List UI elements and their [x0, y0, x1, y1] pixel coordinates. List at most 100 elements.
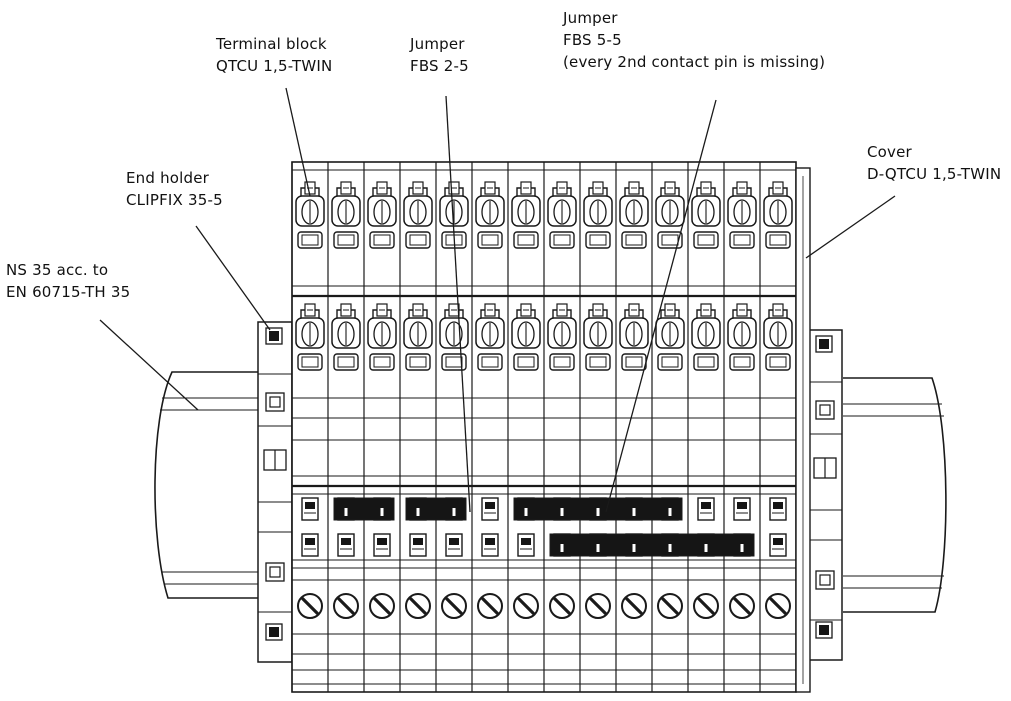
bridge-contact: [521, 538, 531, 545]
terminal-14: [759, 162, 793, 692]
jumper-fbs2: [405, 497, 467, 521]
release-button-inner: [733, 234, 751, 246]
label-jumper-fbs5-line3: (every 2nd contact pin is missing): [563, 53, 826, 71]
end-holder-latch-inner: [819, 404, 831, 416]
screw-slot: [372, 596, 392, 616]
screw-slot: [768, 596, 788, 616]
jumper-fbs2-pin-mark: [452, 508, 456, 516]
jumper-fbs2-pin-mark: [416, 508, 420, 516]
end-holder-screw: [819, 339, 829, 349]
jumpers: [333, 497, 755, 557]
screw-slot: [516, 596, 536, 616]
bridge-contact: [737, 502, 747, 509]
leader-lines: [99, 87, 896, 513]
end-holder-body: [257, 321, 293, 663]
jumper-fbs2-pin-mark: [380, 508, 384, 516]
terminal-10: [615, 162, 649, 692]
release-button-inner: [661, 356, 679, 368]
screw-slot: [480, 596, 500, 616]
label-terminal-block-line1: Terminal block: [216, 35, 327, 53]
release-button-inner: [373, 356, 391, 368]
din-rail: [154, 371, 947, 613]
end-holder-body: [807, 329, 843, 661]
release-button-inner: [409, 234, 427, 246]
release-button-inner: [409, 356, 427, 368]
jumper-fbs5-upper-pin-mark: [668, 508, 672, 516]
screw-slot: [444, 596, 464, 616]
release-button-inner: [697, 234, 715, 246]
release-button-inner: [337, 234, 355, 246]
jumper-fbs5-upper-pin-mark: [524, 508, 528, 516]
release-button-inner: [553, 356, 571, 368]
end-holder-latch-inner: [819, 574, 831, 586]
jumper-fbs5-upper-pin-mark: [596, 508, 600, 516]
label-rail-line1: NS 35 acc. to: [6, 261, 109, 279]
bridge-contact: [773, 538, 783, 545]
label-end-holder-line1: End holder: [126, 169, 210, 187]
jumper-fbs5-lower-pin-mark: [740, 544, 744, 552]
screw-slot: [624, 596, 644, 616]
jumper-fbs5-lower-pin-mark: [668, 544, 672, 552]
jumper-fbs5-lower: [549, 533, 755, 557]
release-button-inner: [481, 356, 499, 368]
leader-jumper-fbs2: [445, 95, 471, 513]
label-cover-line1: Cover: [867, 143, 912, 161]
terminal-6: [471, 162, 505, 692]
end-holder-latch-inner: [269, 566, 281, 578]
screw-slot: [408, 596, 428, 616]
jumper-fbs5-upper-pin-mark: [560, 508, 564, 516]
label-rail-line2: EN 60715-TH 35: [6, 283, 131, 301]
jumper-fbs5-lower-pin-mark: [632, 544, 636, 552]
label-end-holder-line2: CLIPFIX 35-5: [126, 191, 223, 209]
terminal-7: [507, 162, 541, 692]
release-button-inner: [373, 234, 391, 246]
release-button-inner: [589, 356, 607, 368]
label-jumper-fbs2-line2: FBS 2-5: [410, 57, 469, 75]
label-cover-line2: D-QTCU 1,5-TWIN: [867, 165, 1002, 183]
label-jumper-fbs2-line1: Jumper: [410, 35, 465, 53]
screw-slot: [696, 596, 716, 616]
terminal-13: [723, 162, 757, 692]
bridge-contact: [413, 538, 423, 545]
jumper-fbs2-pin-mark: [344, 508, 348, 516]
label-jumper-fbs5: Jumper FBS 5-5 (every 2nd contact pin is…: [563, 7, 825, 73]
screw-slot: [336, 596, 356, 616]
leader-jumper-fbs5: [605, 99, 717, 513]
screw-slot: [660, 596, 680, 616]
release-button-inner: [445, 356, 463, 368]
release-button-inner: [769, 234, 787, 246]
end-holder-screw: [269, 627, 279, 637]
end-holder-latch-inner: [269, 396, 281, 408]
release-button-inner: [661, 234, 679, 246]
jumper-fbs5-lower-pin-mark: [704, 544, 708, 552]
bridge-contact: [701, 502, 711, 509]
release-button-inner: [337, 356, 355, 368]
bridge-contact: [305, 502, 315, 509]
release-button-inner: [517, 234, 535, 246]
release-button-inner: [481, 234, 499, 246]
release-button-inner: [769, 356, 787, 368]
rail-right-outline: [843, 377, 947, 613]
end-holder-left: [257, 321, 293, 663]
label-jumper-fbs5-line1: Jumper: [563, 9, 618, 27]
cover: [795, 167, 811, 693]
label-jumper-fbs5-line2: FBS 5-5: [563, 31, 622, 49]
release-button-inner: [697, 356, 715, 368]
jumper-fbs5-lower-pin-mark: [560, 544, 564, 552]
leader-cover: [805, 195, 896, 259]
screw-slot: [552, 596, 572, 616]
jumper-fbs5-upper-pin-mark: [632, 508, 636, 516]
bridge-contact: [341, 538, 351, 545]
screw-slot: [732, 596, 752, 616]
release-button-inner: [625, 356, 643, 368]
rail-left-outline: [154, 371, 258, 599]
leader-rail: [99, 319, 199, 411]
release-button-inner: [301, 356, 319, 368]
label-terminal-block: Terminal block QTCU 1,5-TWIN: [216, 33, 332, 77]
jumper-fbs5-lower-pin-mark: [596, 544, 600, 552]
release-button-inner: [517, 356, 535, 368]
bridge-contact: [485, 538, 495, 545]
release-button-inner: [553, 234, 571, 246]
